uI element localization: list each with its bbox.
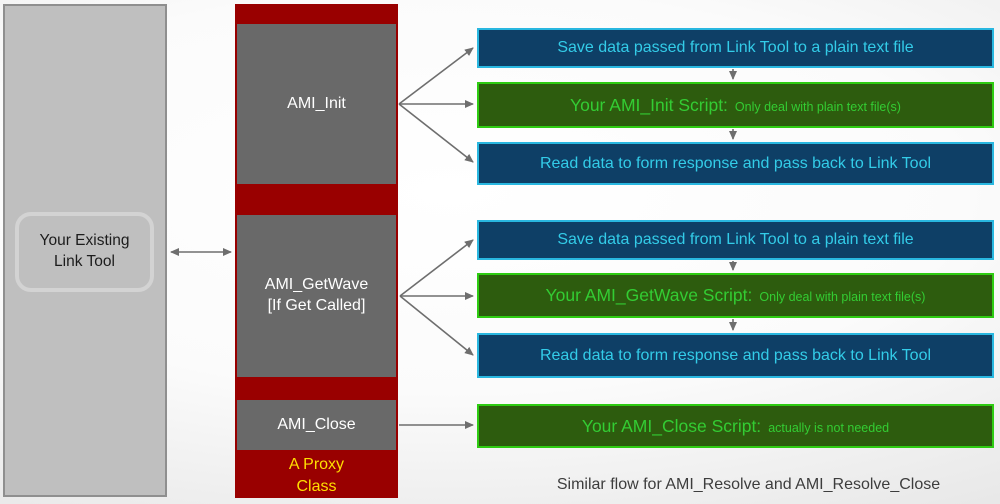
flow-init-save-box: Save data passed from Link Tool to a pla…	[477, 28, 994, 68]
arrow-init-to-read	[398, 103, 474, 163]
flow-close-script-note: actually is not needed	[768, 420, 890, 435]
method-box-ami-getwave: AMI_GetWave [If Get Called]	[237, 215, 396, 377]
flow-getwave-script-box: Your AMI_GetWave Script: Only deal with …	[477, 273, 994, 318]
flow-init-script-note: Only deal with plain text file(s)	[734, 99, 901, 114]
ami-init-label: AMI_Init	[287, 94, 346, 112]
footer-note: Similar flow for AMI_Resolve and AMI_Res…	[556, 476, 941, 493]
existing-link-tool-panel: Your Existing Link Tool	[3, 4, 167, 497]
flow-close-script-title: Your AMI_Close Script:	[581, 415, 762, 436]
flow-init-save-text: Save data passed from Link Tool to a pla…	[557, 39, 914, 56]
ami-getwave-label: AMI_GetWave	[264, 276, 369, 294]
flow-getwave-read-text: Read data to form response and pass back…	[539, 346, 932, 364]
flow-getwave-script-note: Only deal with plain text file(s)	[759, 290, 926, 304]
flow-init-script-title: Your AMI_Init Script:	[570, 94, 728, 115]
flow-getwave-read-box: Read data to form response and pass back…	[477, 333, 994, 378]
flow-getwave-save-box: Save data passed from Link Tool to a pla…	[477, 220, 994, 260]
flow-getwave-save-text: Save data passed from Link Tool to a pla…	[557, 231, 914, 248]
arrow-getwave-to-save	[399, 239, 474, 297]
method-box-ami-close: AMI_Close	[237, 400, 396, 450]
proxy-class-caption-line2: Class	[296, 477, 337, 495]
flow-close-script-box: Your AMI_Close Script: actually is not n…	[477, 404, 994, 448]
ami-close-label: AMI_Close	[277, 415, 356, 433]
existing-link-tool-label-line2: Link Tool	[54, 253, 115, 270]
method-box-ami-init: AMI_Init	[237, 24, 396, 184]
arrow-getwave-to-read	[399, 295, 474, 356]
proxy-class-column: AMI_Init AMI_GetWave [If Get Called] AMI…	[235, 4, 398, 498]
ami-getwave-sublabel: [If Get Called]	[267, 297, 366, 314]
proxy-class-caption: A Proxy Class	[235, 454, 398, 497]
flow-init-read-box: Read data to form response and pass back…	[477, 142, 994, 185]
flow-init-read-text: Read data to form response and pass back…	[539, 154, 932, 172]
flow-init-script-box: Your AMI_Init Script: Only deal with pla…	[477, 82, 994, 128]
proxy-class-caption-line1: A Proxy	[288, 456, 345, 473]
flow-getwave-script-title: Your AMI_GetWave Script:	[545, 285, 753, 305]
existing-link-tool-label-line1: Your Existing	[39, 232, 130, 250]
existing-link-tool-label-box: Your Existing Link Tool	[15, 212, 154, 292]
arrow-init-to-save	[398, 47, 474, 105]
